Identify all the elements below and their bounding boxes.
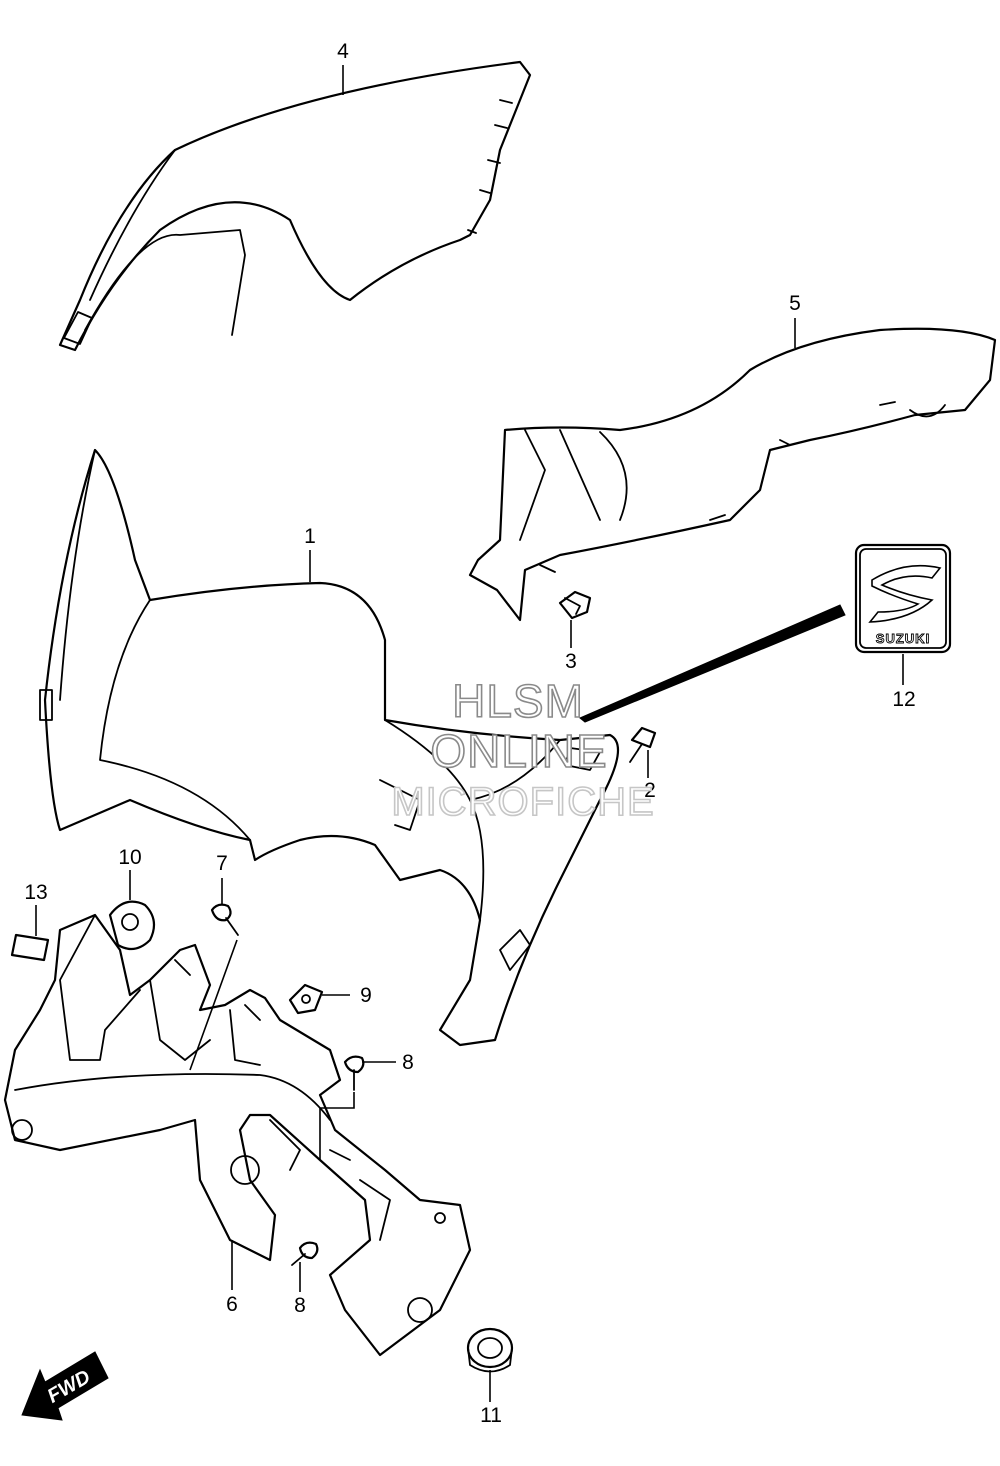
- callout-3: 3: [565, 650, 577, 673]
- part-13-pad: [10, 933, 50, 962]
- callout-7: 7: [216, 852, 228, 875]
- callout-5: 5: [789, 292, 801, 315]
- part-3-clip: [558, 590, 592, 620]
- watermark-line-3: MICROFICHE: [391, 780, 654, 824]
- callout-8-lower: 8: [294, 1294, 306, 1317]
- part-7-bolt: [210, 903, 239, 936]
- watermark: HLSM ONLINE MICROFICHE: [391, 674, 655, 825]
- part-4-upper-cover: [58, 60, 532, 352]
- part-1-front-cowling: [39, 448, 620, 1047]
- callout-6: 6: [226, 1293, 238, 1316]
- callout-13: 13: [24, 881, 47, 904]
- callout-9: 9: [360, 984, 372, 1007]
- callout-11: 11: [480, 1404, 502, 1427]
- part-10-grommet: [108, 900, 156, 951]
- part-5-side-cover: [468, 327, 997, 622]
- emblem-text: SUZUKI: [876, 631, 930, 646]
- part-12-emblem: SUZUKI: [854, 543, 952, 654]
- watermark-line-2: ONLINE: [430, 725, 607, 777]
- part-6-bracket: [3, 913, 472, 1357]
- callout-10: 10: [118, 846, 141, 869]
- callout-4: 4: [337, 40, 349, 63]
- callout-8-upper: 8: [402, 1051, 414, 1074]
- callout-1: 1: [304, 525, 316, 548]
- part-2-screw: [629, 726, 657, 763]
- part-11-grommet: [466, 1327, 514, 1373]
- part-8-screw-upper: [343, 1055, 365, 1091]
- fwd-arrow: FWD: [21, 1351, 109, 1421]
- callout-2: 2: [644, 779, 656, 802]
- leader-lines: [35, 65, 904, 1402]
- part-8-screw-lower: [291, 1241, 319, 1266]
- callout-12: 12: [892, 688, 915, 711]
- part-9-nut: [288, 983, 324, 1015]
- emblem-location-line: [579, 604, 846, 723]
- callout-numbers: 4 5 1 3 2 12 10 7 13 9 8 6 8 11: [24, 40, 915, 1427]
- watermark-line-1: HLSM: [452, 675, 584, 727]
